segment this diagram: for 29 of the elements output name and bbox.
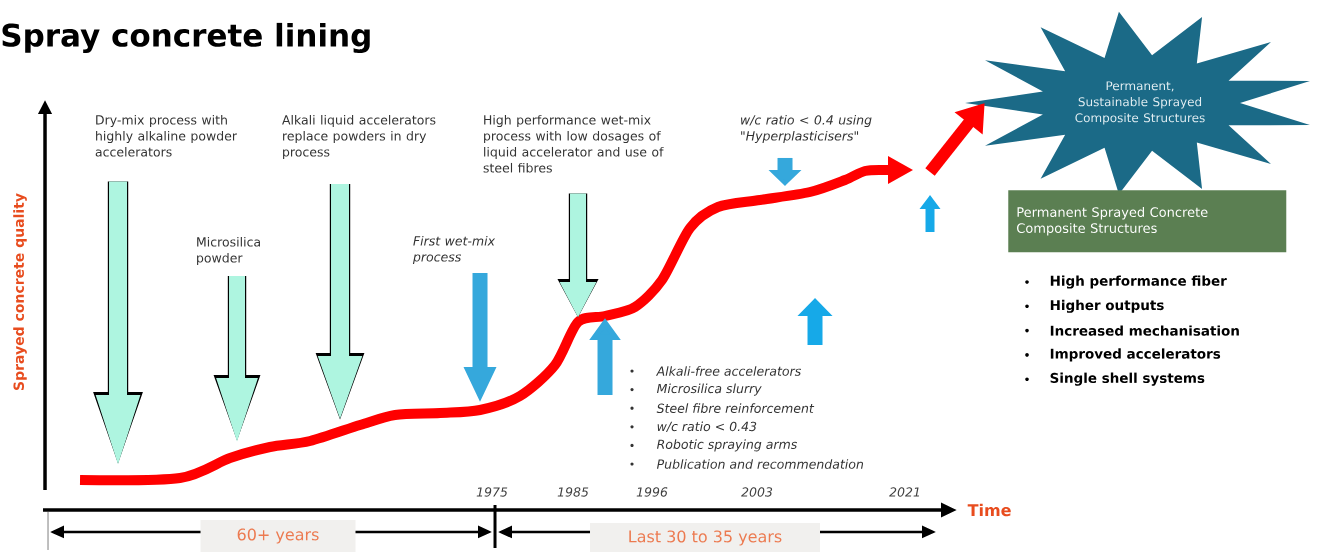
list-item: Single shell systems: [1025, 372, 1205, 386]
starburst: Permanent, Sustainable Sprayed Composite Structures: [965, 11, 1310, 195]
list-item: Higher outputs: [1025, 299, 1164, 313]
annotation-text: First wet-mix process: [412, 235, 496, 264]
list-item: Microsilica slurry: [630, 383, 762, 396]
annotation-text: Dry-mix process with highly alkaline powder accelerators: [95, 114, 237, 157]
list-item: Alkali-free accelerators: [630, 366, 801, 376]
year-label: 1985: [557, 487, 589, 497]
annotation-text: Microsilica powder: [197, 236, 260, 265]
year-label: 1975: [476, 487, 508, 497]
list-item: Robotic spraying arms: [630, 439, 797, 452]
axis-title: Time: [967, 503, 1011, 517]
annotation-text: High performance wet-mix process with low dosages of liquid accelerator and use of steel fibres: [483, 114, 664, 173]
list-item: Publication and recommendation: [630, 459, 863, 469]
list-item: Steel fibre reinforcement: [630, 403, 815, 413]
year-label: 1996: [636, 487, 668, 497]
text-box: Permanent Sprayed Concrete Composite Structures: [1008, 190, 1287, 253]
title: Spray concrete lining: [2, 22, 370, 54]
year-label: 2021: [889, 487, 919, 497]
axis-title: Sprayed concrete quality: [13, 193, 27, 390]
annotation-text: w/c ratio < 0.4 using "Hyperplasticisers": [741, 114, 872, 143]
annotation-text: Alkali liquid accelerators replace powders in dry process: [282, 114, 436, 159]
year-label: 2003: [741, 487, 773, 497]
list-item: Improved accelerators: [1025, 348, 1221, 362]
duration-label: Last 30 to 35 years: [590, 523, 820, 552]
duration-label: 60+ years: [200, 520, 356, 552]
list-item: High performance fiber: [1025, 275, 1227, 289]
list-item: w/c ratio < 0.43: [630, 421, 757, 433]
list-item: Increased mechanisation: [1025, 325, 1239, 336]
